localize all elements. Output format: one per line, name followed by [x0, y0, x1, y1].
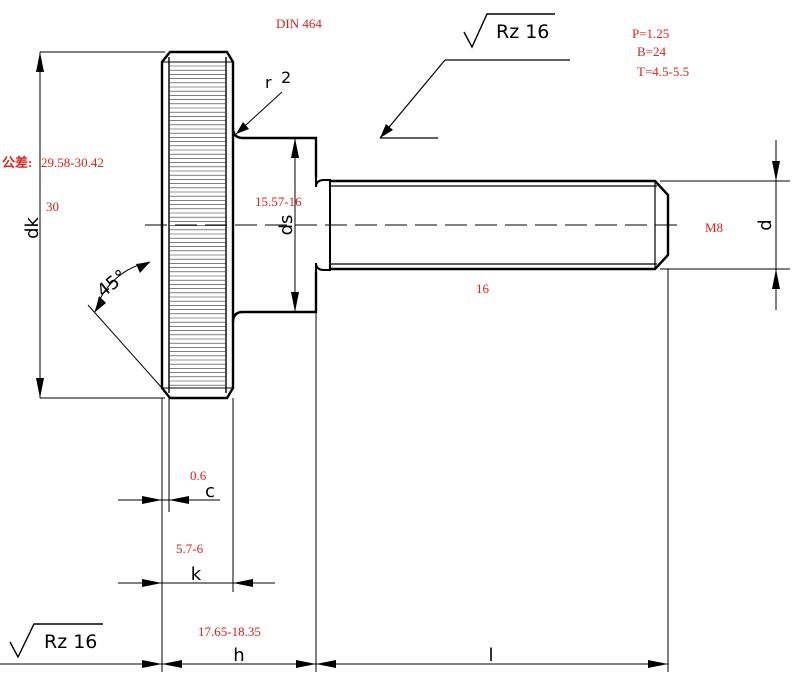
- extension-lines: [40, 51, 790, 672]
- k-dimension: k: [118, 564, 275, 587]
- standard-label: DIN 464: [276, 16, 322, 31]
- radius-symbol: r: [265, 73, 272, 92]
- angle-dimension: 45°: [87, 261, 163, 389]
- radius-leader: r 2: [235, 68, 291, 135]
- c-label: c: [205, 481, 215, 502]
- dk-label: dk: [22, 217, 43, 239]
- d-label: d: [755, 219, 776, 230]
- roughness-bottom-label: Rz 16: [44, 631, 97, 653]
- k-value: 5.7-6: [176, 541, 204, 556]
- d-dimension: d: [755, 140, 780, 310]
- c-value: 0.6: [190, 468, 207, 483]
- tolerance-prefix: 公差:: [2, 155, 32, 170]
- knurl-pattern: [169, 65, 226, 386]
- roughness-symbol-top: Rz 16: [379, 13, 570, 139]
- radius-value: 2: [281, 68, 291, 87]
- red-annotations: DIN 464 P=1.25 B=24 T=4.5-5.5 公差: 29.58-…: [2, 16, 723, 639]
- ds-value: 15.57-16: [255, 194, 302, 209]
- t-label: T=4.5-5.5: [637, 64, 689, 79]
- threaded-shank: [330, 179, 670, 271]
- h-dimension: h: [0, 645, 316, 668]
- dk-dimension: dk: [22, 52, 44, 398]
- dk-tolerance: 29.58-30.42: [41, 155, 104, 170]
- l-value: 16: [476, 281, 490, 296]
- dk-nominal: 30: [46, 199, 59, 214]
- b-label: B=24: [637, 44, 667, 59]
- c-dimension: c: [118, 481, 220, 504]
- pitch-label: P=1.25: [632, 26, 669, 41]
- roughness-top-label: Rz 16: [496, 21, 549, 43]
- knurled-head: [160, 50, 235, 400]
- roughness-symbol-bottom: Rz 16: [9, 623, 103, 659]
- ds-label: ds: [276, 215, 297, 236]
- h-label: h: [233, 645, 244, 666]
- l-dimension: l: [316, 645, 668, 668]
- k-label: k: [191, 564, 202, 585]
- h-value: 17.65-18.35: [198, 624, 261, 639]
- d-value: M8: [705, 220, 723, 235]
- l-label: l: [488, 645, 493, 666]
- ds-dimension: ds: [276, 138, 299, 312]
